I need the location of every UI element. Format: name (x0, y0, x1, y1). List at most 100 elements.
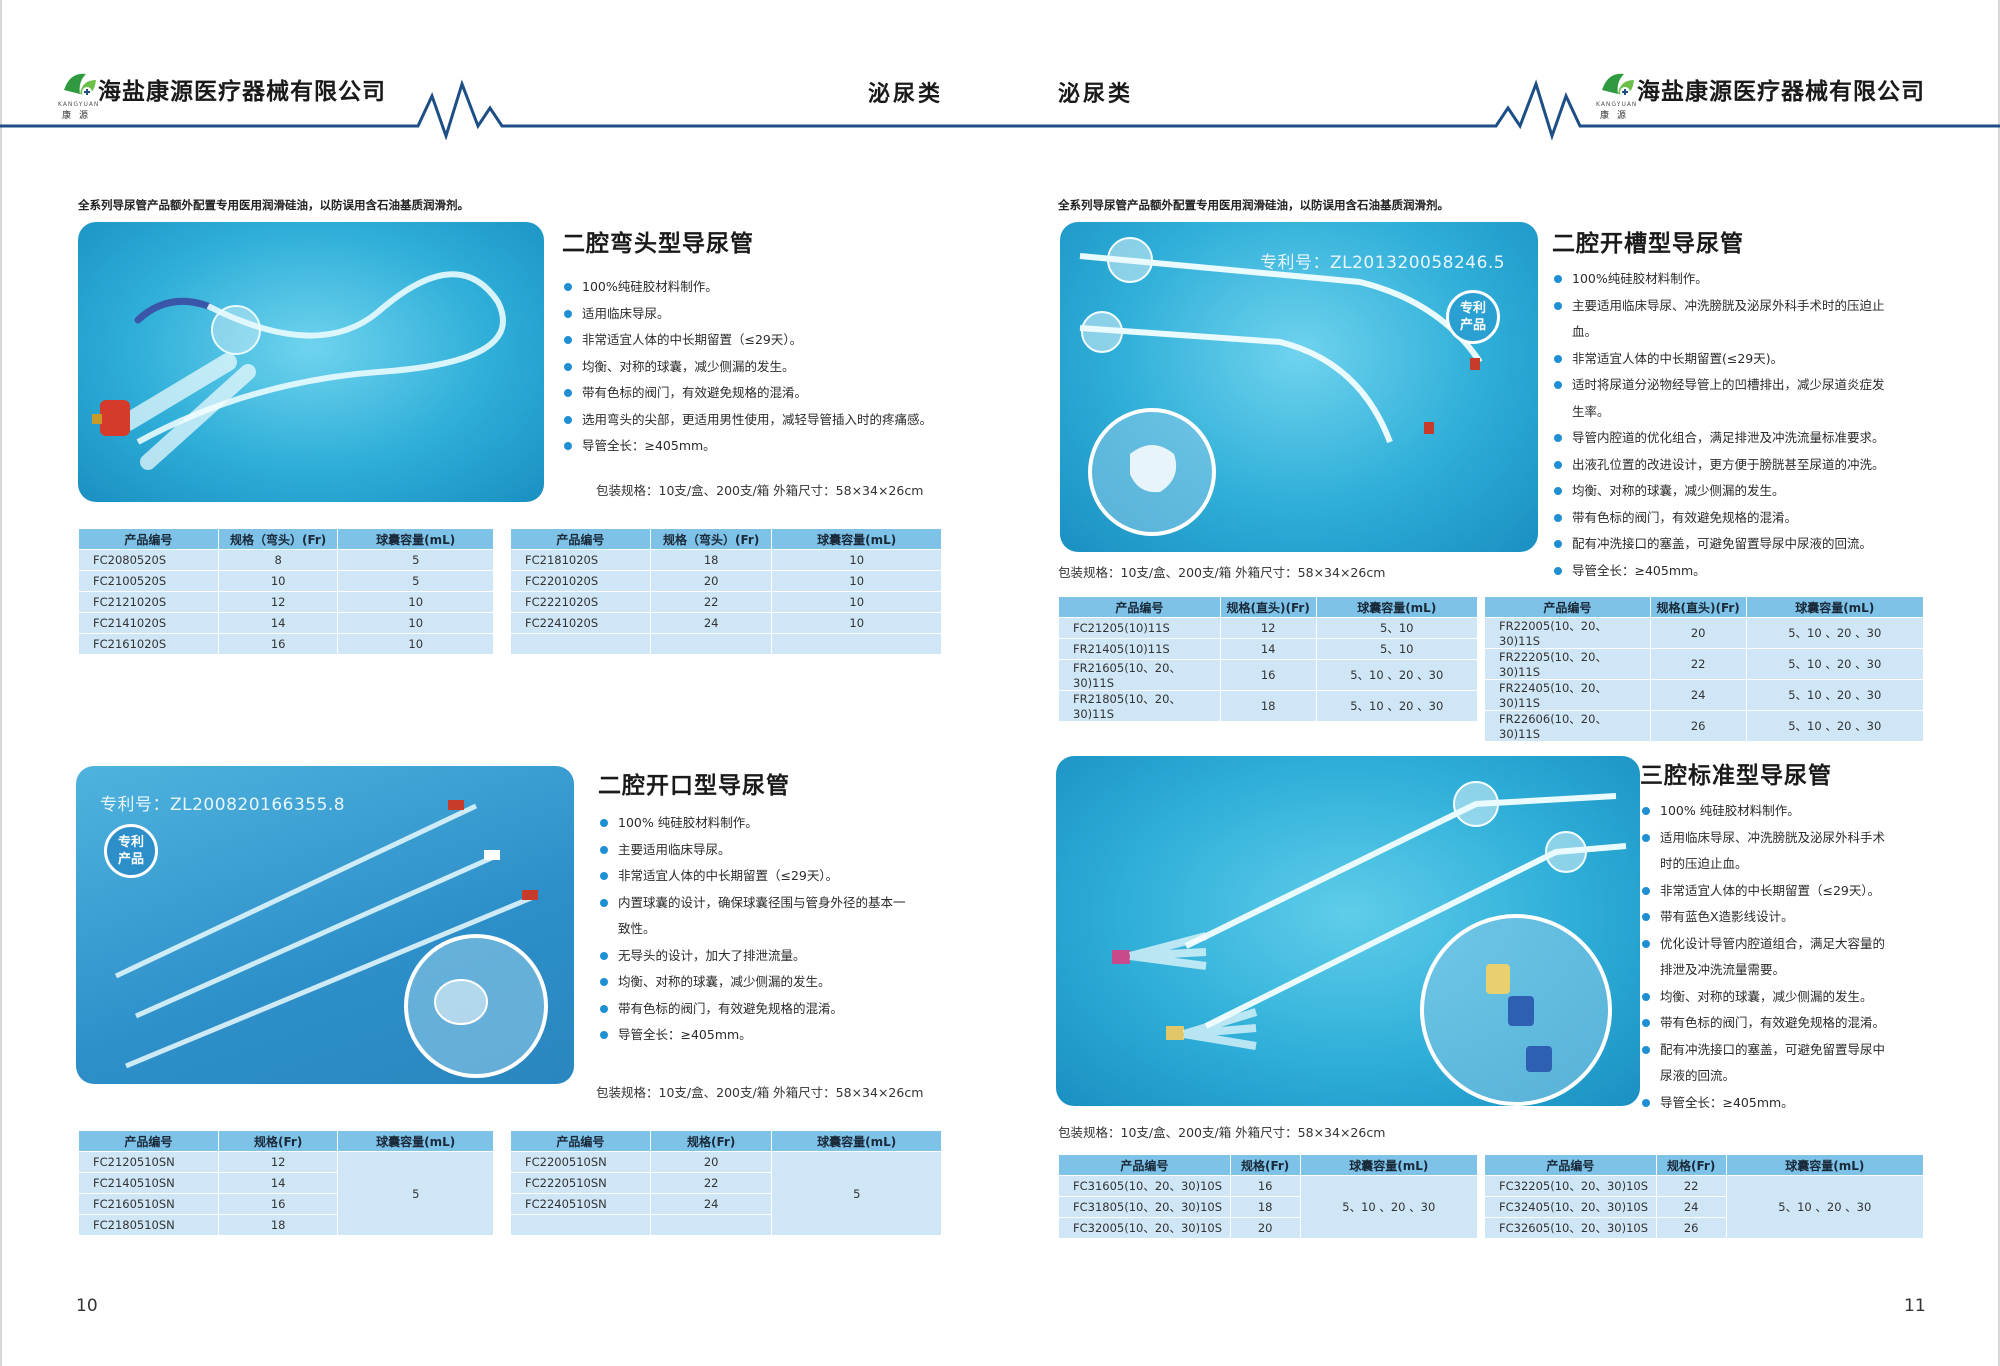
col-header: 规格(Fr) (1229, 1154, 1301, 1176)
feature-item: 带有色标的阀门，有效避免规格的混淆。 (562, 380, 962, 407)
product1-photo (78, 222, 544, 502)
balloon-volume-cell: 5 (337, 1151, 494, 1236)
header-heartbeat-line (0, 79, 2000, 140)
product1-pack: 包装规格：10支/盒、200支/箱 外箱尺寸：58×34×26cm (596, 483, 924, 498)
logo-chinese-right: 康源 (1600, 111, 1635, 121)
feature-item: 导管全长：≥405mm。 (598, 1022, 938, 1049)
col-header: 产品编号 (78, 1130, 219, 1152)
table-cell: 16 (1219, 659, 1317, 691)
product3-pack: 包装规格：10支/盒、200支/箱 外箱尺寸：58×34×26cm (1058, 565, 1386, 580)
col-header: 产品编号 (78, 528, 219, 550)
table-cell: 22 (649, 591, 773, 613)
table-cell: FC2180510SN (78, 1214, 219, 1236)
table-cell: 22 (1655, 1175, 1727, 1197)
company-name-right: 海盐康源医疗器械有限公司 (1637, 79, 1925, 105)
table-cell: 14 (1219, 638, 1317, 660)
table-cell: 5、10 、20 、30 (1745, 710, 1924, 742)
col-header: 球囊容量(mL) (337, 1130, 494, 1152)
feature-item: 导管全长：≥405mm。 (1640, 1090, 1940, 1117)
feature-item: 100%纯硅胶材料制作。 (562, 274, 962, 301)
col-header: 球囊容量(mL) (1745, 596, 1924, 618)
col-header: 规格(直头)(Fr) (1649, 596, 1747, 618)
product2-patent: 专利号：ZL200820166355.8 (100, 795, 346, 815)
table-cell: FC2161020S (78, 633, 219, 655)
feature-text: 时的压迫止血。 (1660, 856, 1748, 871)
table-row (510, 1214, 942, 1236)
table-row (510, 633, 942, 655)
product2-pack: 包装规格：10支/盒、200支/箱 外箱尺寸：58×34×26cm (596, 1085, 924, 1100)
table-cell: FR22005(10、20、30)11S (1484, 617, 1651, 649)
feature-item: 主要适用临床导尿。 (598, 837, 938, 864)
table-cell: 5、10 、20 、30 (1745, 617, 1924, 649)
balloon-volume-cell: 5 (771, 1151, 942, 1236)
feature-item: 非常适宜人体的中长期留置(≤29天)。 (1552, 346, 1912, 373)
table-cell (649, 633, 773, 655)
feature-text: 非常适宜人体的中长期留置（≤29天）。 (618, 868, 839, 883)
table-cell: 10 (337, 591, 494, 613)
feature-item: 100% 纯硅胶材料制作。 (598, 810, 938, 837)
product4-table-b: 产品编号 规格(Fr) 球囊容量(mL) FC32205(10、20、30)10… (1484, 1154, 1925, 1239)
col-header: 球囊容量(mL) (1315, 596, 1479, 618)
table-cell: 10 (337, 633, 494, 655)
col-header: 产品编号 (1058, 1154, 1231, 1176)
table-cell: FC2200510SN (510, 1151, 651, 1173)
left-page-edge (0, 0, 2, 1366)
product2-patent-badge: 专利 产品 (104, 824, 158, 878)
table-cell: FR21605(10、20、30)11S (1058, 659, 1221, 691)
badge-text: 专利 (1459, 301, 1486, 316)
table-cell: 5、10 、20 、30 (1315, 690, 1479, 722)
table-cell: FC31605(10、20、30)10S (1058, 1175, 1231, 1197)
feature-item: 出液孔位置的改进设计，更方便于膀胱甚至尿道的冲洗。 (1552, 452, 1912, 479)
feature-item: 带有色标的阀门，有效避免规格的混淆。 (598, 996, 938, 1023)
feature-text: 适用临床导尿。 (582, 305, 670, 321)
feature-text: 导管全长：≥405mm。 (1572, 562, 1706, 578)
table-cell: 20 (1649, 617, 1747, 649)
table-cell: FC2221020S (510, 591, 651, 613)
logo-chinese: 康源 (62, 111, 97, 121)
product3-features: 100%纯硅胶材料制作。主要适用临床导尿、冲洗膀胱及泌尿外科手术时的压迫止血。非… (1552, 266, 1912, 584)
feature-text: 带有蓝色X造影线设计。 (1660, 909, 1794, 924)
col-header: 产品编号 (1484, 596, 1651, 618)
table-cell: 22 (1649, 648, 1747, 680)
feature-item: 均衡、对称的球囊，减少侧漏的发生。 (562, 354, 962, 381)
feature-item: 100%纯硅胶材料制作。 (1552, 266, 1912, 293)
feature-item: 适用临床导尿。 (562, 301, 962, 328)
logo-subtext-right: KANGYUAN (1596, 101, 1638, 108)
feature-text: 致性。 (618, 921, 656, 936)
feature-text: 配有冲洗接口的塞盖，可避免留置导尿中尿液的回流。 (1572, 536, 1873, 551)
col-header: 规格(Fr) (217, 1130, 339, 1152)
product2-photo (76, 766, 574, 1084)
feature-item: 选用弯头的尖部，更适用男性使用，减轻导管插入时的疼痛感。 (562, 407, 962, 434)
table-cell: 18 (1229, 1196, 1301, 1218)
feature-item: 非常适宜人体的中长期留置（≤29天）。 (1640, 878, 1940, 905)
product3-patent: 专利号：ZL201320058246.5 (1260, 253, 1506, 273)
table-cell: 22 (649, 1172, 773, 1194)
table-cell: 12 (217, 1151, 339, 1173)
table-cell: 16 (217, 633, 339, 655)
feature-item: 优化设计导管内腔道组合，满足大容量的排泄及冲洗流量需要。 (1640, 931, 1940, 984)
page-number-right: 11 (1904, 1296, 1926, 1316)
feature-item: 非常适宜人体的中长期留置（≤29天）。 (598, 863, 938, 890)
table-cell: FC32405(10、20、30)10S (1484, 1196, 1657, 1218)
table-cell: FC2240510SN (510, 1193, 651, 1215)
feature-text: 100% 纯硅胶材料制作。 (1660, 803, 1800, 818)
notice-left: 全系列导尿管产品额外配置专用医用润滑硅油，以防误用含石油基质润滑剂。 (78, 198, 469, 212)
col-header: 规格（弯头）(Fr) (649, 528, 773, 550)
table-cell: FR22405(10、20、30)11S (1484, 679, 1651, 711)
table-cell: 18 (217, 1214, 339, 1236)
